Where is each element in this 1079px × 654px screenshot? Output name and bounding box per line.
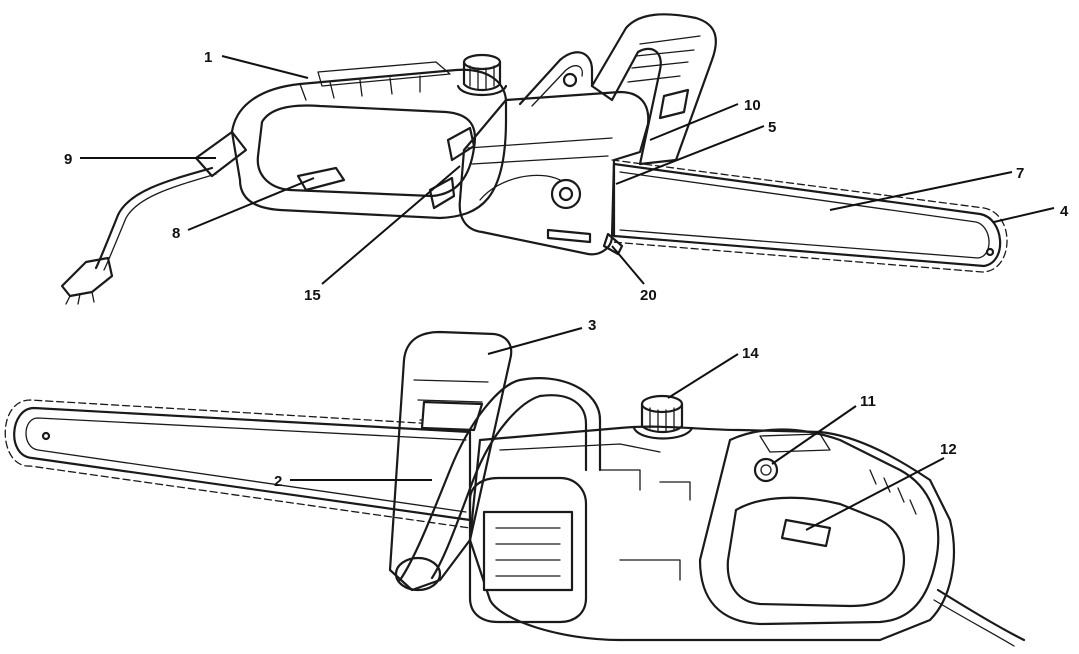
leader-15 (321, 165, 461, 285)
callout-4: 4 (1060, 203, 1069, 220)
leader-14 (667, 353, 739, 399)
guide-bar-lower (13, 406, 472, 522)
callout-1: 1 (204, 49, 212, 66)
callout-12: 12 (940, 441, 957, 458)
lock-off-button-lower-view (753, 457, 779, 483)
chain-tension-screw (546, 228, 592, 244)
bar-clamp-nut (550, 178, 582, 210)
guide-bar (612, 162, 1002, 268)
trigger-switch (296, 166, 346, 192)
power-cord (60, 166, 217, 305)
callout-10: 10 (744, 97, 761, 114)
oil-tank-cap (456, 53, 508, 96)
front-handle-lower (394, 377, 602, 592)
callout-7: 7 (1016, 165, 1024, 182)
saw-chain (611, 159, 1008, 273)
callout-8: 8 (172, 225, 180, 242)
leader-4 (993, 207, 1055, 223)
saw-chain-lower (4, 399, 471, 529)
lock-off-button-lower (428, 176, 456, 210)
front-hand-guard (590, 13, 717, 166)
motor-housing (468, 425, 956, 642)
callout-labels: 1 9 8 15 10 5 7 4 20 3 14 11 12 2 (64, 49, 1069, 490)
cord-guard (194, 130, 248, 178)
callout-15: 15 (304, 287, 321, 304)
oil-tank-cap-lower (632, 394, 694, 440)
front-handle (518, 51, 594, 107)
callout-3: 3 (588, 317, 596, 334)
leader-3 (487, 327, 583, 355)
leader-10 (649, 103, 739, 141)
callout-9: 9 (64, 151, 72, 168)
leader-20 (611, 245, 645, 285)
lock-off-button (446, 126, 476, 162)
sprocket-cover (458, 90, 650, 256)
leader-5 (615, 125, 765, 185)
callout-14: 14 (742, 345, 759, 362)
rear-handle-lower (698, 428, 940, 626)
leader-12 (805, 457, 945, 531)
leader-8 (187, 177, 315, 231)
leader-7 (829, 171, 1013, 211)
leader-1 (221, 55, 309, 79)
callout-20: 20 (640, 287, 657, 304)
front-hand-guard-lower (388, 330, 513, 592)
chainsaw-bottom-view (4, 330, 1026, 647)
callout-11: 11 (860, 393, 876, 410)
callout-2: 2 (274, 473, 282, 490)
power-cord-lower (936, 588, 1026, 642)
leader-lines (80, 55, 1055, 531)
callout-5: 5 (768, 119, 776, 136)
chainsaw-top-view (60, 13, 1008, 305)
leader-11 (771, 405, 857, 465)
